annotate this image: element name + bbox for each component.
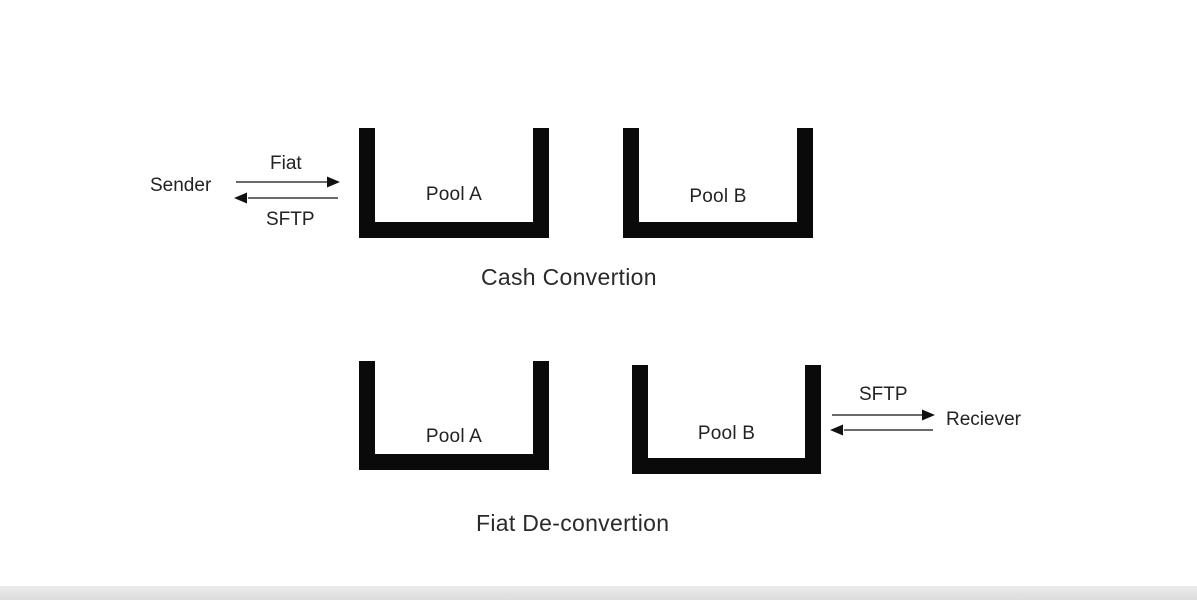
pool-b-container: Pool B (623, 128, 813, 238)
pool-a-container: Pool A (359, 361, 549, 470)
arrow-right-icon (832, 409, 935, 421)
sftp-forward-label: SFTP (859, 384, 908, 405)
sftp-back-label: SFTP (266, 209, 315, 230)
receiver-label: Reciever (946, 409, 1021, 430)
pool-a-label: Pool A (425, 426, 483, 447)
arrow-left-icon (830, 424, 933, 436)
top-exchange-arrows (234, 176, 340, 204)
sender-label: Sender (150, 175, 212, 196)
pool-a-container: Pool A (359, 128, 549, 238)
pool-b-container: Pool B (632, 365, 821, 474)
pool-b-label: Pool B (689, 186, 747, 207)
fiat-deconvertion-caption: Fiat De-convertion (476, 510, 670, 536)
bottom-exchange-arrows (830, 409, 935, 436)
cash-convertion-caption: Cash Convertion (481, 264, 657, 290)
arrow-right-icon (236, 176, 340, 188)
pool-b-label: Pool B (697, 423, 756, 444)
arrow-left-icon (234, 192, 338, 204)
pool-a-label: Pool A (425, 184, 483, 205)
bottom-edge-bar (0, 586, 1197, 600)
fiat-forward-label: Fiat (270, 153, 302, 174)
